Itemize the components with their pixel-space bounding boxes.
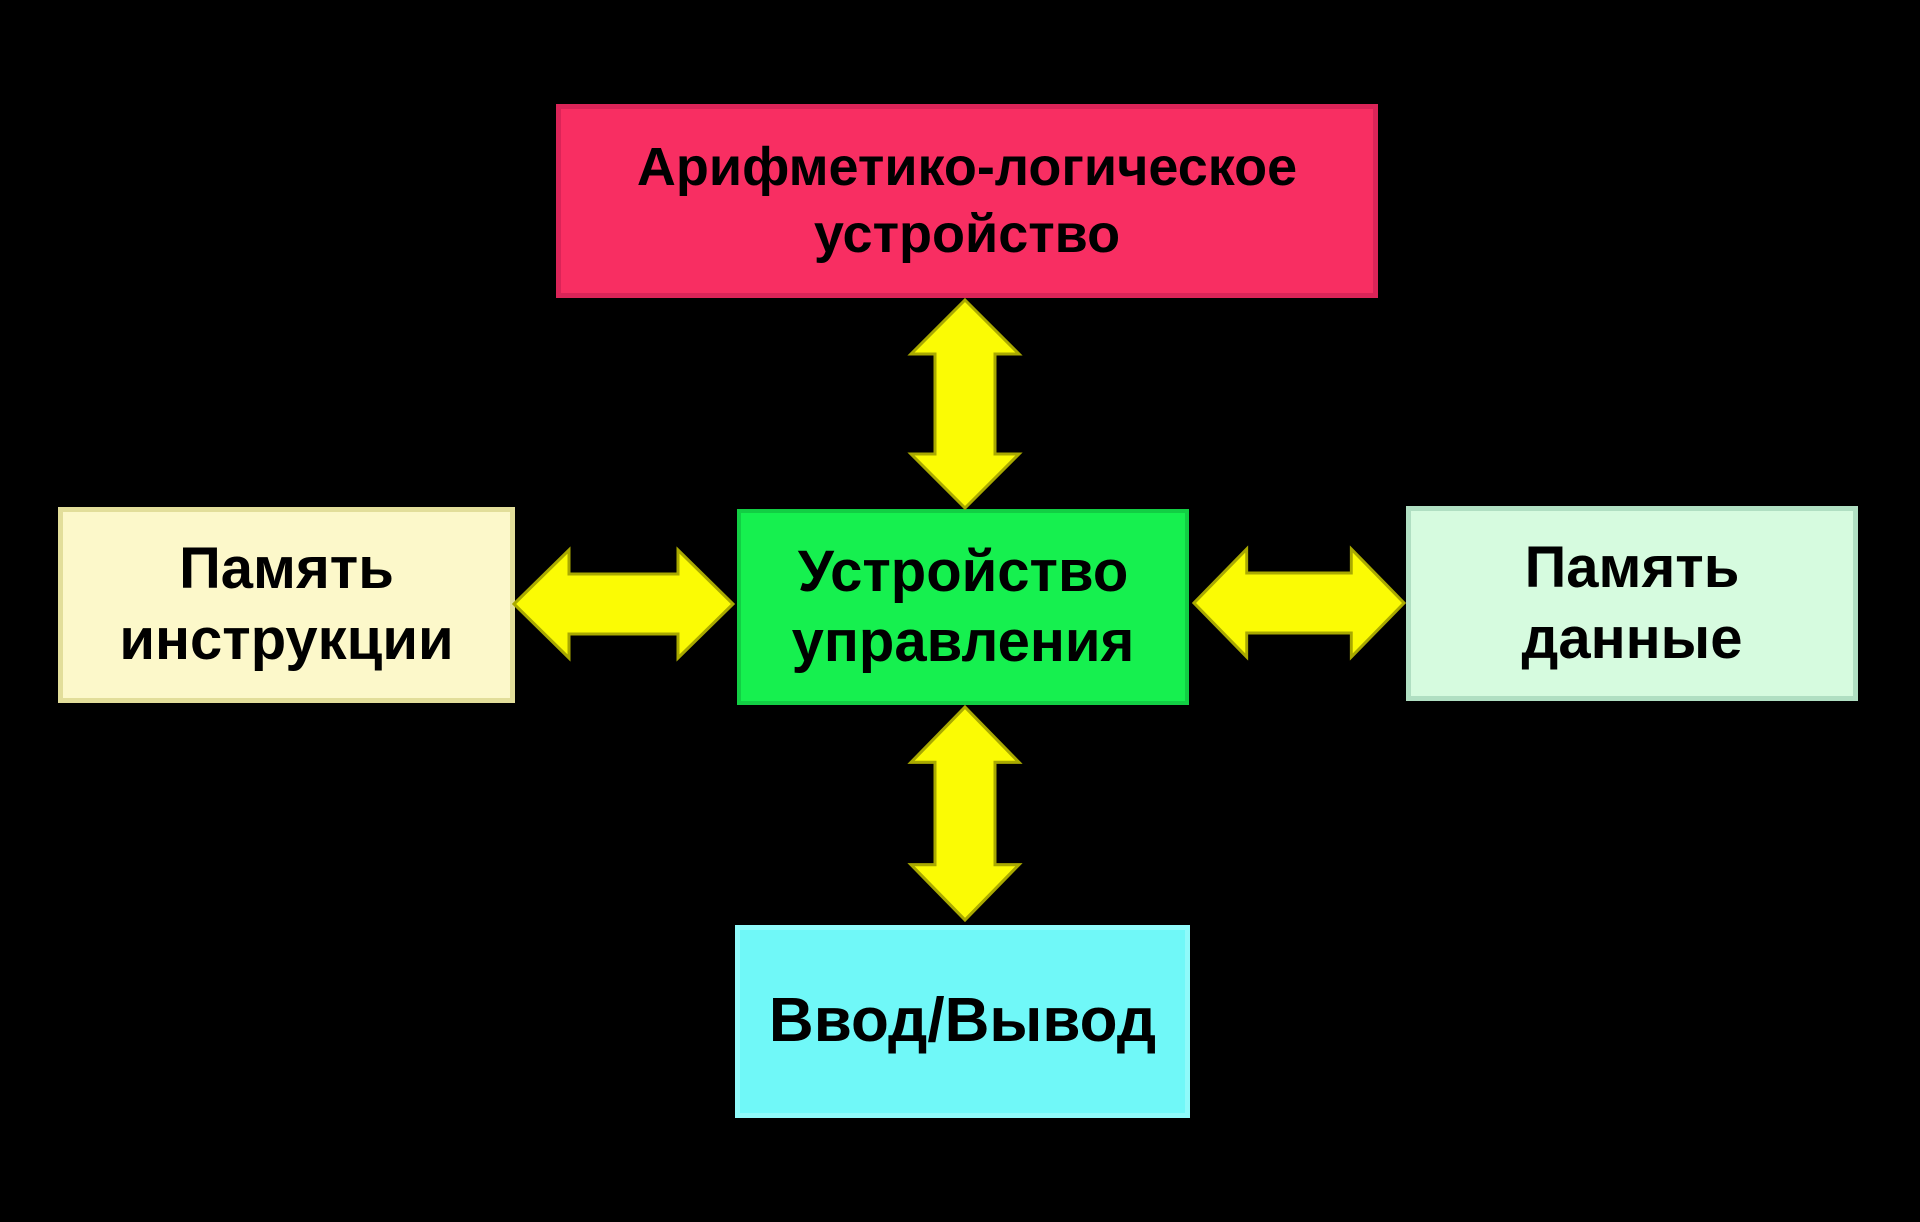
double-arrow-shape [512, 546, 735, 662]
double-arrow-shape [907, 298, 1023, 510]
double-arrow-control-io-icon [907, 705, 1023, 922]
data-memory-node: Память данные [1406, 506, 1858, 701]
instruction-memory-label: Память инструкции [119, 536, 454, 672]
control-unit-node: Устройство управления [737, 509, 1189, 705]
alu-node: Арифметико-логическое устройство [556, 104, 1378, 298]
io-label: Ввод/Вывод [768, 986, 1157, 1056]
double-arrow-alu-control-icon [907, 298, 1023, 510]
alu-label: Арифметико-логическое устройство [636, 136, 1298, 265]
double-arrow-shape [1192, 545, 1406, 661]
double-arrow-shape [907, 705, 1023, 922]
io-node: Ввод/Вывод [735, 925, 1190, 1118]
instruction-memory-node: Память инструкции [58, 507, 515, 703]
data-memory-label: Память данные [1521, 534, 1743, 671]
double-arrow-instruction-memory-control-icon [512, 546, 735, 662]
control-unit-label: Устройство управления [791, 539, 1135, 674]
double-arrow-control-data-memory-icon [1192, 545, 1406, 661]
